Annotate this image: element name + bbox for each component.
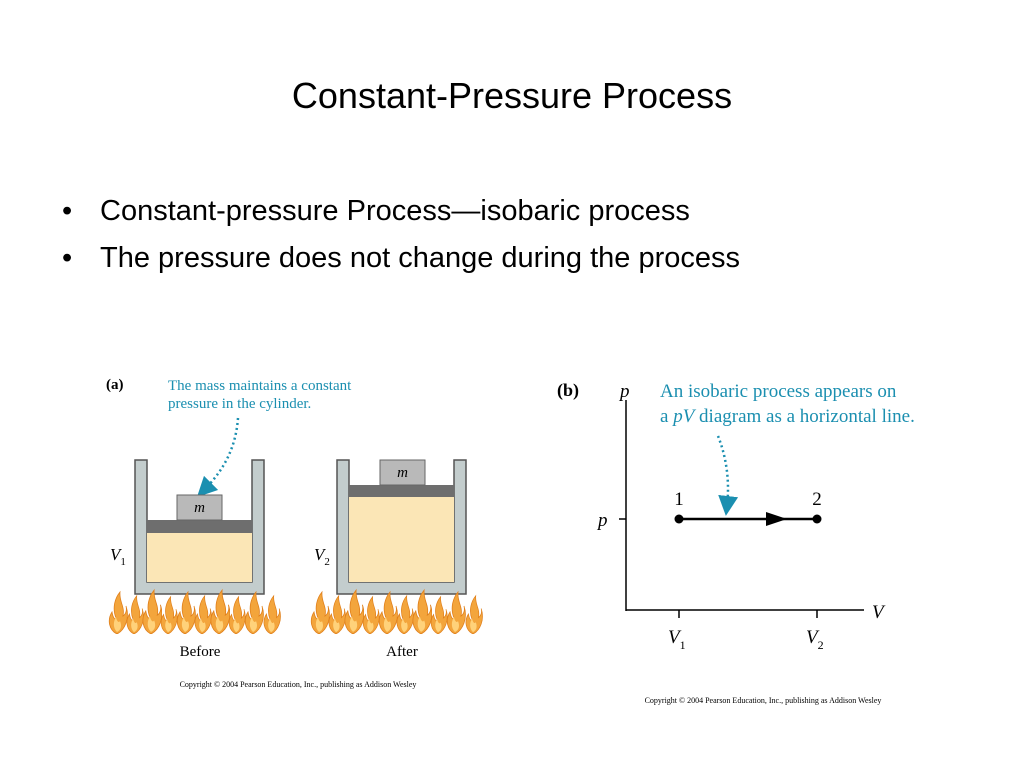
- bullet-item: • The pressure does not change during th…: [62, 235, 740, 282]
- piston: [147, 520, 252, 533]
- bullet-text: The pressure does not change during the …: [100, 242, 741, 274]
- gas-volume: [349, 497, 454, 582]
- v1-label: V1: [110, 545, 126, 568]
- bullet-text: Constant-pressure Process—isobaric proce…: [100, 195, 690, 227]
- piston: [349, 485, 454, 497]
- state-2-label: 2: [812, 489, 822, 510]
- bullet-list: • Constant-pressure Process—isobaric pro…: [62, 188, 740, 282]
- cylinder-after: m V2: [314, 459, 467, 595]
- direction-arrow-icon: [766, 512, 787, 526]
- state-1-label: 1: [674, 489, 684, 510]
- p-tick-label: p: [596, 510, 608, 531]
- v2-axis-label: V2: [806, 627, 824, 652]
- figure-a-note-line1: The mass maintains a constant: [168, 378, 352, 394]
- copyright-b: Copyright © 2004 Pearson Education, Inc.…: [645, 696, 882, 705]
- figure-b: (b) p An isobaric process appears on a p…: [557, 380, 915, 705]
- mass-label: m: [194, 500, 205, 516]
- cylinder-before: m V1: [110, 459, 265, 595]
- v1-axis-label: V1: [668, 627, 686, 652]
- bullet-icon: •: [62, 195, 73, 227]
- pointer-arrow: [716, 435, 739, 516]
- figure-b-label: (b): [557, 380, 579, 401]
- state-1-point: [674, 514, 684, 524]
- figure-a: (a) The mass maintains a constant pressu…: [106, 377, 484, 689]
- figure-b-note-line1: An isobaric process appears on: [660, 381, 897, 402]
- pointer-arrow: [196, 417, 240, 498]
- bullet-item: • Constant-pressure Process—isobaric pro…: [62, 188, 740, 235]
- state-2-point: [812, 514, 822, 524]
- before-label: Before: [180, 644, 221, 660]
- v2-label: V2: [314, 545, 330, 568]
- cylinder-wall: [134, 459, 265, 595]
- x-axis-label: V: [872, 602, 886, 623]
- mass-label: m: [397, 465, 408, 481]
- figure-a-note-line2: pressure in the cylinder.: [168, 396, 311, 412]
- mass-block: [379, 459, 426, 486]
- gas-volume: [147, 533, 252, 582]
- figure-a-label: (a): [106, 377, 124, 393]
- bullet-icon: •: [62, 242, 73, 274]
- after-label: After: [386, 644, 418, 660]
- flames-before: [108, 589, 282, 634]
- y-axis-label: p: [618, 381, 630, 402]
- copyright-a: Copyright © 2004 Pearson Education, Inc.…: [180, 680, 417, 689]
- figure-b-note-line2: a pV diagram as a horizontal line.: [660, 406, 915, 427]
- slide-title: Constant-Pressure Process: [291, 75, 733, 116]
- mass-block: [176, 494, 223, 521]
- flames-after: [310, 589, 484, 634]
